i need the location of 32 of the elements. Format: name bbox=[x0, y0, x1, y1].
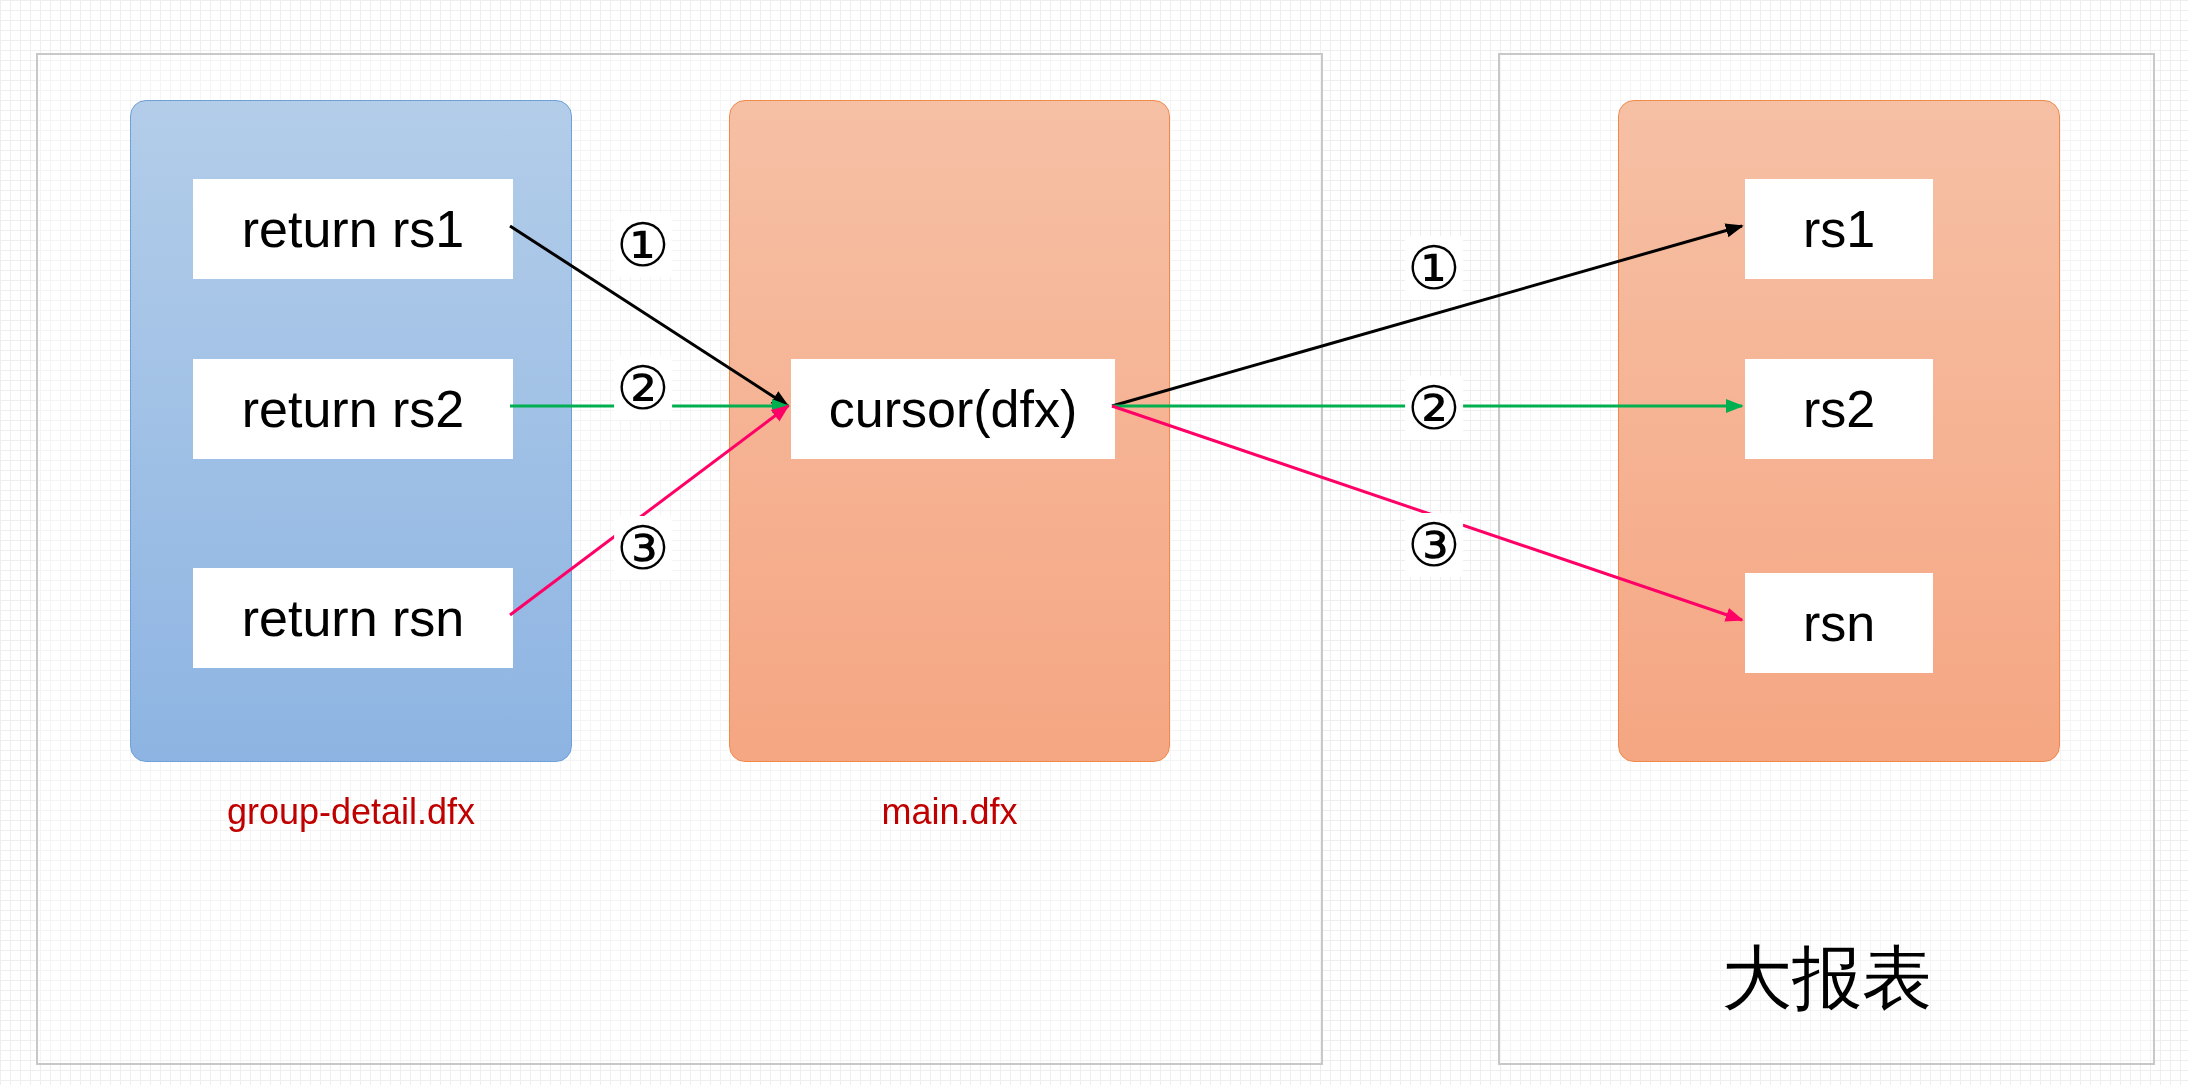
code-box bbox=[1745, 359, 1933, 459]
file-panel bbox=[1618, 100, 2060, 762]
step-number: ① bbox=[1405, 236, 1463, 300]
code-text: rsn bbox=[1802, 593, 1876, 653]
arrow bbox=[1111, 223, 1744, 408]
code-box bbox=[1745, 179, 1933, 279]
code-box bbox=[193, 179, 513, 279]
code-box bbox=[193, 359, 513, 459]
code-box bbox=[193, 568, 513, 668]
arrow bbox=[1112, 398, 1744, 414]
step-number: ③ bbox=[1405, 513, 1463, 577]
code-text: return rs2 bbox=[241, 379, 465, 439]
arrow bbox=[509, 224, 790, 408]
arrow bbox=[510, 398, 790, 414]
panel-heading: 大报表 bbox=[1720, 938, 1933, 1019]
panel-frame bbox=[36, 53, 1323, 1065]
arrow bbox=[509, 404, 790, 617]
code-box bbox=[1745, 573, 1933, 673]
code-text: rs1 bbox=[1802, 199, 1876, 259]
arrow bbox=[1111, 404, 1744, 622]
step-number: ② bbox=[1405, 376, 1463, 440]
code-text: return rsn bbox=[241, 588, 465, 648]
panel-frame bbox=[1498, 53, 2155, 1065]
file-name: main.dfx bbox=[880, 791, 1019, 833]
code-text: rs2 bbox=[1802, 379, 1876, 439]
step-number: ② bbox=[614, 356, 672, 420]
step-number: ③ bbox=[614, 516, 672, 580]
code-box bbox=[791, 359, 1115, 459]
file-name: group-detail.dfx bbox=[225, 791, 477, 833]
code-text: cursor(dfx) bbox=[828, 379, 1078, 439]
step-number: ① bbox=[614, 213, 672, 277]
code-text: return rs1 bbox=[241, 199, 465, 259]
